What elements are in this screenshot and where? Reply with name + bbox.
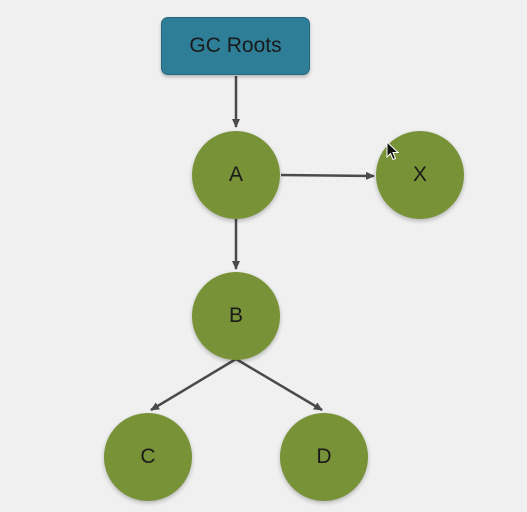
node-a: A <box>192 131 280 219</box>
node-a-label: A <box>228 163 243 186</box>
gc-roots-node: GC Roots <box>161 17 310 75</box>
mouse-cursor-icon <box>386 141 400 161</box>
node-d-label: D <box>316 445 332 468</box>
node-d: D <box>280 413 368 501</box>
node-x-label: X <box>412 163 427 186</box>
node-c-label: C <box>140 445 156 468</box>
node-b-label: B <box>228 304 243 327</box>
node-b: B <box>192 272 280 360</box>
node-c: C <box>104 413 192 501</box>
edge-a-to-x <box>280 171 375 180</box>
edge-b-to-c <box>150 357 237 412</box>
edge-b-to-d <box>235 357 323 412</box>
gc-roots-label: GC Roots <box>189 34 282 57</box>
